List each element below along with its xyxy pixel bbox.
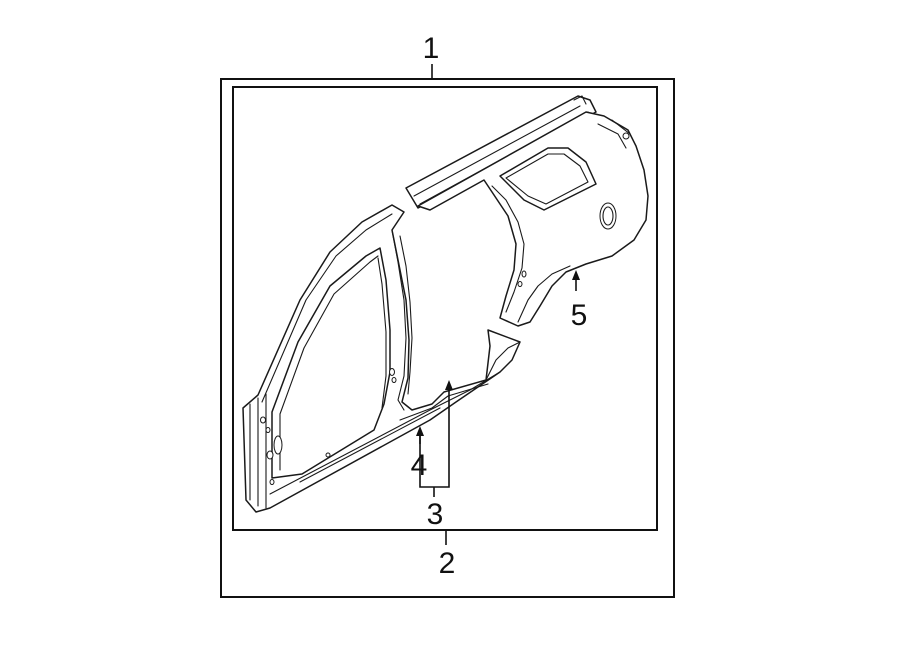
callout-5[interactable]: 5 (571, 299, 588, 332)
body-side-front-panel (242, 204, 521, 513)
callout-2[interactable]: 2 (439, 547, 456, 580)
inner-frame (232, 86, 658, 531)
quarter-panel (417, 95, 649, 327)
leader-3-arrow (445, 380, 453, 390)
leader-4-arrow (416, 426, 424, 436)
callout-4[interactable]: 4 (411, 449, 428, 482)
callout-1[interactable]: 1 (423, 32, 440, 65)
leader-5-arrow (572, 270, 580, 280)
outer-frame (220, 78, 675, 598)
callout-3[interactable]: 3 (427, 498, 444, 531)
